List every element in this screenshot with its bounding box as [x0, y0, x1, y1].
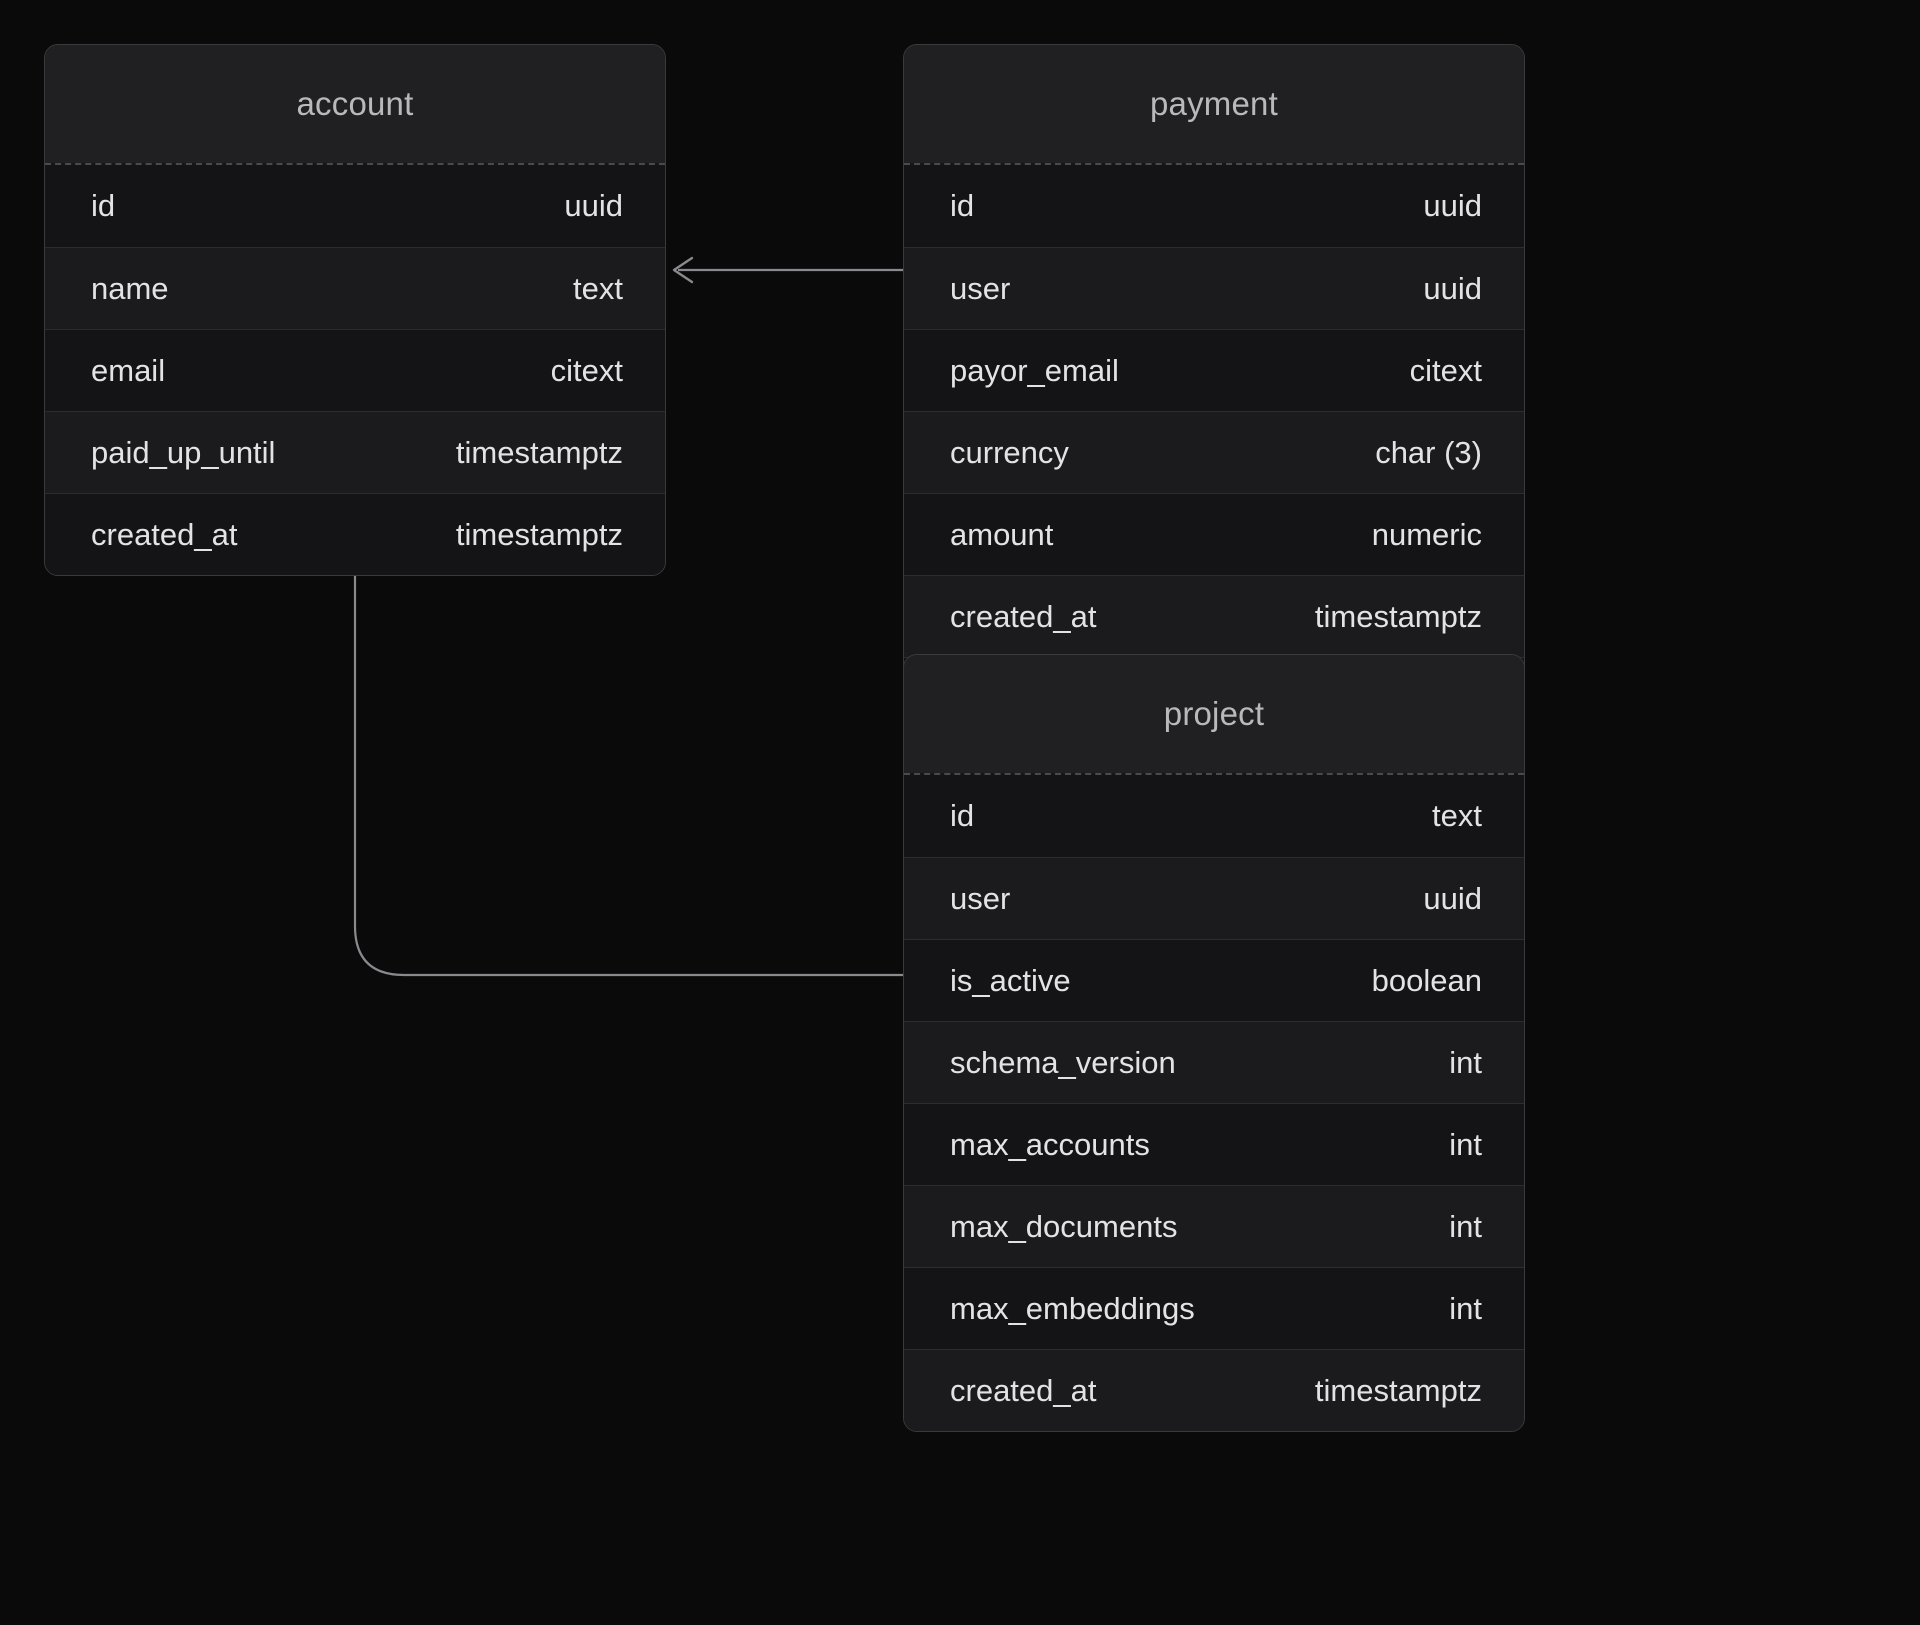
table-row[interactable]: payor_email citext: [904, 329, 1524, 411]
table-header-payment: payment: [904, 45, 1524, 163]
header-divider: [904, 163, 1524, 165]
table-row[interactable]: paid_up_until timestamptz: [45, 411, 665, 493]
column-type: timestamptz: [1314, 1372, 1482, 1408]
table-row[interactable]: name text: [45, 247, 665, 329]
column-type: int: [1449, 1126, 1482, 1162]
table-row[interactable]: max_embeddings int: [904, 1267, 1524, 1349]
column-name: amount: [950, 516, 1054, 552]
column-name: name: [91, 270, 169, 306]
column-list-payment: id uuid user uuid payor_email citext cur…: [904, 165, 1524, 739]
column-name: is_active: [950, 962, 1071, 998]
header-divider: [45, 163, 665, 165]
column-type: boolean: [1371, 962, 1482, 998]
table-card-project[interactable]: project id text user uuid is_active bool…: [903, 654, 1525, 1432]
column-type: uuid: [1423, 188, 1482, 223]
column-name: id: [91, 188, 116, 223]
column-type: timestamptz: [455, 434, 623, 470]
column-type: int: [1449, 1290, 1482, 1326]
column-list-project: id text user uuid is_active boolean sche…: [904, 775, 1524, 1431]
column-type: timestamptz: [455, 516, 623, 552]
table-row[interactable]: amount numeric: [904, 493, 1524, 575]
column-type: int: [1449, 1208, 1482, 1244]
table-card-account[interactable]: account id uuid name text email citext p…: [44, 44, 666, 576]
column-type: uuid: [1423, 270, 1482, 306]
column-type: citext: [550, 352, 623, 388]
table-title: account: [296, 85, 414, 122]
table-header-account: account: [45, 45, 665, 163]
column-name: user: [950, 270, 1011, 306]
table-row[interactable]: is_active boolean: [904, 939, 1524, 1021]
table-row[interactable]: currency char (3): [904, 411, 1524, 493]
table-row[interactable]: created_at timestamptz: [904, 1349, 1524, 1431]
column-name: max_documents: [950, 1208, 1178, 1244]
table-header-project: project: [904, 655, 1524, 773]
column-type: timestamptz: [1314, 598, 1482, 634]
column-type: numeric: [1371, 516, 1482, 552]
table-row[interactable]: user uuid: [904, 247, 1524, 329]
column-type: uuid: [1423, 880, 1482, 916]
column-type: citext: [1409, 352, 1482, 388]
relationship-payment-to-account: [672, 256, 903, 284]
column-name: id: [950, 188, 975, 223]
table-row[interactable]: max_documents int: [904, 1185, 1524, 1267]
column-name: created_at: [950, 598, 1097, 634]
table-row[interactable]: id uuid: [45, 165, 665, 247]
column-name: payor_email: [950, 352, 1119, 388]
table-title: payment: [1150, 85, 1278, 122]
header-divider: [904, 773, 1524, 775]
table-row[interactable]: created_at timestamptz: [904, 575, 1524, 657]
column-type: int: [1449, 1044, 1482, 1080]
table-row[interactable]: created_at timestamptz: [45, 493, 665, 575]
column-type: text: [1432, 798, 1482, 833]
table-row[interactable]: id uuid: [904, 165, 1524, 247]
column-name: email: [91, 352, 166, 388]
column-name: created_at: [950, 1372, 1097, 1408]
column-type: text: [573, 270, 623, 306]
column-name: max_accounts: [950, 1126, 1150, 1162]
column-type: char (3): [1375, 434, 1482, 470]
column-name: max_embeddings: [950, 1290, 1195, 1326]
table-title: project: [1163, 695, 1265, 732]
table-row[interactable]: email citext: [45, 329, 665, 411]
table-row[interactable]: id text: [904, 775, 1524, 857]
column-type: uuid: [564, 188, 623, 223]
table-row[interactable]: max_accounts int: [904, 1103, 1524, 1185]
table-row[interactable]: schema_version int: [904, 1021, 1524, 1103]
column-name: created_at: [91, 516, 238, 552]
column-name: paid_up_until: [91, 434, 276, 470]
column-name: schema_version: [950, 1044, 1176, 1080]
column-name: currency: [950, 434, 1069, 470]
column-list-account: id uuid name text email citext paid_up_u…: [45, 165, 665, 575]
table-card-payment[interactable]: payment id uuid user uuid payor_email ci…: [903, 44, 1525, 740]
column-name: user: [950, 880, 1011, 916]
column-name: id: [950, 798, 975, 833]
table-row[interactable]: user uuid: [904, 857, 1524, 939]
